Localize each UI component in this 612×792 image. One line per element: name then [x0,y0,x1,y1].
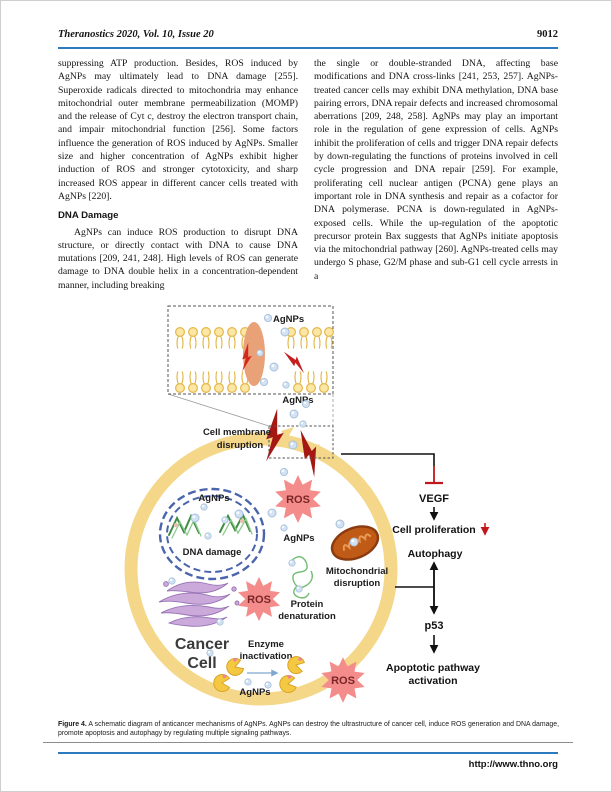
label-membrane-disruption-2: disruption [217,440,264,451]
body-paragraph: suppressing ATP production. Besides, ROS… [58,58,298,202]
body-paragraph: the single or double-stranded DNA, affec… [314,58,558,282]
nucleus: AgNPs DNA damage [158,487,266,581]
label-dna-damage: DNA damage [183,547,242,558]
figure-caption: Figure 4. A schematic diagram of antican… [58,720,559,738]
journal-url-link[interactable]: http://www.thno.org [468,759,558,770]
membrane-inset: AgNPs [167,305,334,395]
enzyme-inactivation: Enzyme inactivation AgNPs [206,639,306,698]
label-ros-mid: ROS [247,594,271,606]
journal-reference: Theranostics 2020, Vol. 10, Issue 20 [58,29,214,40]
agnp-particle [349,537,359,547]
ros-burst-bottom: ROS [321,657,365,703]
label-agnps-inset: AgNPs [273,314,304,325]
label-ros-top: ROS [286,494,310,506]
label-protein-1: Protein [291,599,324,610]
figure-caption-text: A schematic diagram of anticancer mechan… [58,721,559,737]
golgi-apparatus [158,577,240,627]
inset-connector-lines [167,393,334,427]
label-mito-1: Mitochondrial [326,566,388,577]
label-agnps-nucleus: AgNPs [198,493,229,504]
left-column: suppressing ATP production. Besides, ROS… [58,57,298,292]
label-p53: p53 [425,620,444,632]
caption-rule [43,742,573,743]
label-membrane-disruption-1: Cell membrane [203,427,271,438]
footer-rule [58,752,558,754]
mitochondria: Mitochondrial disruption [326,519,388,589]
footer: http://www.thno.org [58,759,558,770]
label-autophagy: Autophagy [408,548,463,560]
right-column: the single or double-stranded DNA, affec… [314,57,558,283]
page-number: 9012 [537,29,558,40]
header-rule [58,47,558,49]
figure-caption-label: Figure 4. [58,721,87,728]
label-ros-bottom: ROS [331,675,355,687]
ros-burst-mid: ROS [238,576,280,622]
label-enzyme-1: Enzyme [248,639,284,650]
label-protein-2: denaturation [278,611,336,622]
signaling-pathway: VEGF Cell proliferation Autophagy p53 Ap… [341,453,490,687]
ros-burst-top: ROS [275,475,321,523]
body-paragraph: AgNPs can induce ROS production to disru… [58,226,298,291]
membrane-protein [243,322,265,386]
label-vegf: VEGF [419,493,449,505]
figure-4-diagram: AgNPs AgNPs Cell membrane disruption [124,305,490,706]
label-agnps-entry: AgNPs [282,395,313,406]
section-heading: DNA Damage [58,210,119,222]
agnp-particle [335,519,345,529]
denatured-protein: Protein denaturation [278,556,336,622]
label-cell-proliferation: Cell proliferation [392,524,475,536]
label-mito-2: disruption [334,578,381,589]
label-cancer-cell-1: Cancer [175,636,229,653]
label-agnps-cytoplasm: AgNPs [283,533,314,544]
label-cancer-cell-2: Cell [187,655,216,672]
label-apoptotic-1: Apoptotic pathway [386,662,480,674]
label-enzyme-2: inactivation [240,651,293,662]
label-apoptotic-2: activation [408,675,457,687]
label-agnps-enzyme: AgNPs [239,687,270,698]
page-header: Theranostics 2020, Vol. 10, Issue 20 901… [58,29,558,40]
